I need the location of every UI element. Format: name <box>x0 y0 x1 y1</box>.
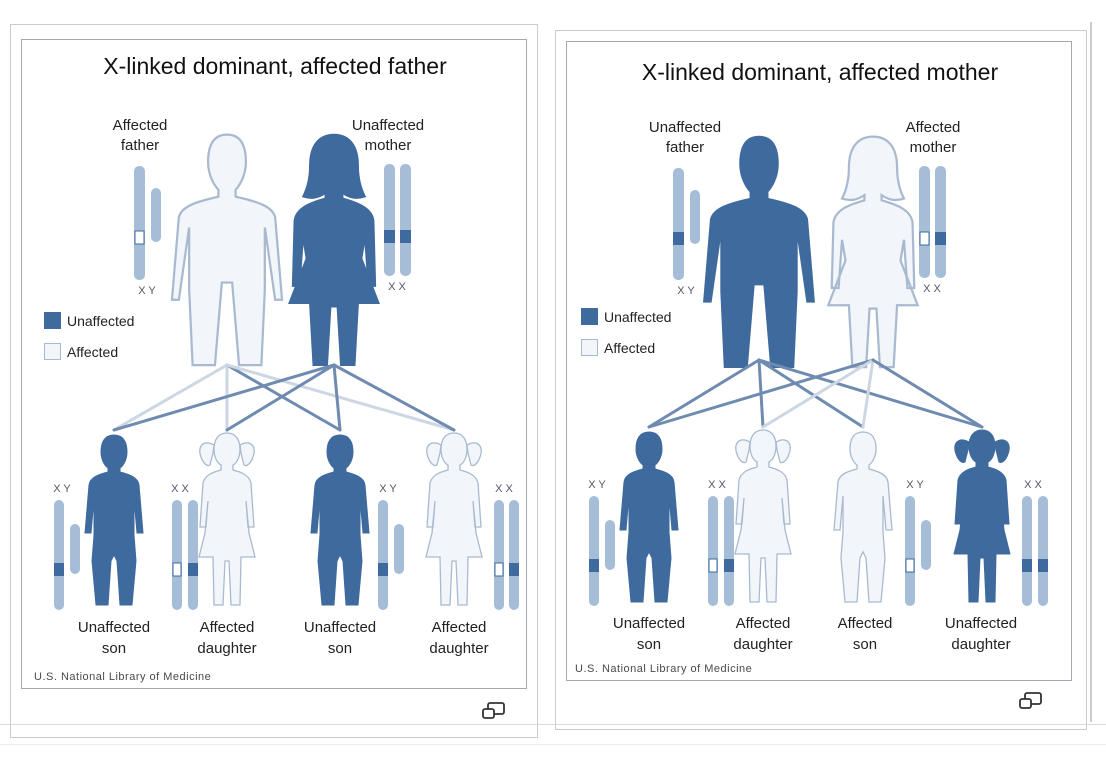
inheritance-lines <box>647 358 984 429</box>
child-label-line2: daughter <box>197 640 256 657</box>
legend-swatch-light <box>581 339 598 356</box>
parent-label-line1: Affected <box>113 117 168 134</box>
figure-affected-mother[interactable]: X-linked dominant, affected mother Unaff… <box>566 41 1072 681</box>
chromosome-xx: X X <box>708 479 734 606</box>
column-divider <box>1090 22 1092 722</box>
svg-text:X Y: X Y <box>677 285 695 297</box>
legend-swatch-dark <box>581 308 598 325</box>
child-label-line2: son <box>637 636 661 653</box>
chromosome-xx: X X <box>919 166 946 295</box>
legend-swatch-dark <box>44 312 61 329</box>
chromosome-xy: X Y <box>53 483 80 610</box>
pedigree-diagram: X-linked dominant, affected father Affec… <box>34 53 519 683</box>
chromosome-xy: X Y <box>134 166 161 297</box>
parent-label-line2: mother <box>910 139 957 156</box>
svg-text:X Y: X Y <box>588 479 606 491</box>
child-son-figure <box>619 431 679 603</box>
svg-text:X Y: X Y <box>906 479 924 491</box>
svg-text:X Y: X Y <box>138 285 156 297</box>
horizontal-rule <box>0 744 1106 745</box>
parent-label-line1: Unaffected <box>352 117 424 134</box>
svg-text:X X: X X <box>708 479 726 491</box>
svg-text:X X: X X <box>171 483 189 495</box>
parent-label-line1: Unaffected <box>649 119 721 136</box>
unaffected-mother-figure <box>288 133 380 366</box>
parent-label-line2: father <box>121 137 159 154</box>
parent-label-line2: father <box>666 139 704 156</box>
chromosome-xy: X Y <box>905 479 931 606</box>
child-label-line2: son <box>102 640 126 657</box>
legend-label-affected: Affected <box>604 340 655 356</box>
horizontal-rule <box>0 724 1106 725</box>
affected-mother-figure <box>827 135 919 369</box>
child-son-figure <box>84 434 144 606</box>
chromosome-xy: X Y <box>378 483 404 610</box>
chromosome-xx: X X <box>384 164 411 293</box>
chromosome-xy: X Y <box>673 168 700 297</box>
svg-text:X X: X X <box>923 283 941 295</box>
child-label-line1: Unaffected <box>613 615 685 632</box>
enlarge-icon[interactable] <box>1018 691 1044 711</box>
diagram-title: X-linked dominant, affected mother <box>642 59 999 85</box>
chromosome-xx: X X <box>171 483 198 610</box>
child-label-line2: son <box>853 636 877 653</box>
legend-label-affected: Affected <box>67 344 118 360</box>
child-son-figure <box>833 431 893 603</box>
figure-affected-father[interactable]: X-linked dominant, affected father Affec… <box>21 39 527 689</box>
child-label-line1: Affected <box>200 619 255 636</box>
chromosome-xx: X X <box>1022 479 1048 606</box>
affected-father-figure <box>170 133 284 367</box>
image-credit: U.S. National Library of Medicine <box>34 671 211 683</box>
child-label-line1: Affected <box>838 615 893 632</box>
child-son-figure <box>310 434 370 606</box>
thumbnail-affected-father: X-linked dominant, affected father Affec… <box>10 24 538 738</box>
parent-label-line2: mother <box>365 137 412 154</box>
child-label-line1: Affected <box>432 619 487 636</box>
child-label-line2: daughter <box>733 636 792 653</box>
legend-swatch-light <box>44 343 61 360</box>
child-daughter-figure <box>425 432 483 606</box>
pedigree-diagram: X-linked dominant, affected mother Unaff… <box>575 59 1048 675</box>
child-label-line2: son <box>328 640 352 657</box>
legend: Unaffected Affected <box>44 312 134 360</box>
child-daughter-figure <box>953 429 1011 603</box>
svg-text:X Y: X Y <box>53 483 71 495</box>
image-credit: U.S. National Library of Medicine <box>575 663 752 675</box>
thumbnail-affected-mother: X-linked dominant, affected mother Unaff… <box>555 30 1087 730</box>
diagram-title: X-linked dominant, affected father <box>103 53 447 79</box>
child-label-line1: Unaffected <box>304 619 376 636</box>
inheritance-lines <box>112 363 456 432</box>
child-label-line2: daughter <box>951 636 1010 653</box>
legend-label-unaffected: Unaffected <box>67 313 134 329</box>
child-label-line2: daughter <box>429 640 488 657</box>
chromosome-xy: X Y <box>588 479 615 606</box>
child-label-line1: Unaffected <box>78 619 150 636</box>
legend: Unaffected Affected <box>581 308 671 356</box>
legend-label-unaffected: Unaffected <box>604 309 671 325</box>
chromosome-xx: X X <box>494 483 519 610</box>
child-daughter-figure <box>198 432 256 606</box>
child-label-line1: Affected <box>736 615 791 632</box>
svg-text:X Y: X Y <box>379 483 397 495</box>
child-label-line1: Unaffected <box>945 615 1017 632</box>
unaffected-father-figure <box>703 135 815 368</box>
enlarge-icon[interactable] <box>481 701 507 721</box>
svg-text:X X: X X <box>495 483 513 495</box>
svg-text:X X: X X <box>1024 479 1042 491</box>
svg-text:X X: X X <box>388 281 406 293</box>
child-daughter-figure <box>734 429 792 603</box>
parent-label-line1: Affected <box>906 119 961 136</box>
